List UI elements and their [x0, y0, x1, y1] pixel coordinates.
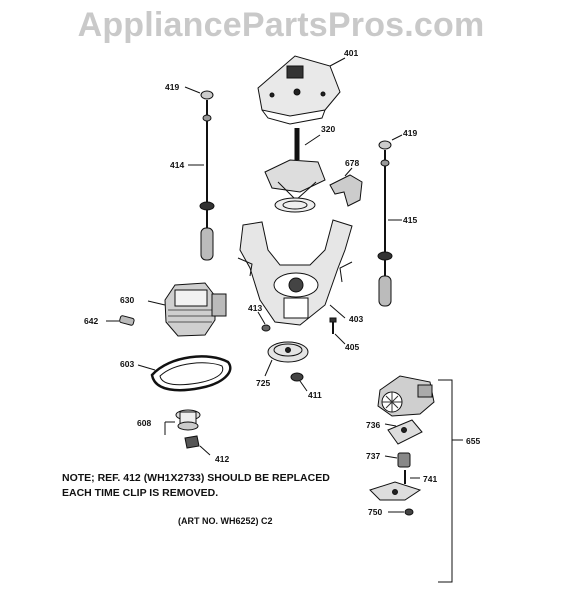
part-736-mounting-plate: [384, 419, 423, 445]
label-603: 603: [120, 359, 134, 369]
part-737-coupling: [384, 452, 411, 468]
label-750: 750: [368, 507, 382, 517]
part-750-bracket: [369, 481, 422, 516]
part-630-pump: [147, 282, 227, 337]
part-603-drive-belt: [137, 355, 232, 392]
part-655-motor-assembly: [377, 375, 463, 583]
part-411-nut: [290, 372, 308, 392]
part-405-bolt: [329, 317, 346, 345]
label-678: 678: [345, 158, 359, 168]
label-320: 320: [321, 124, 335, 134]
watermark-text: AppliancePartsPros.com: [77, 6, 485, 44]
label-413: 413: [248, 303, 262, 313]
part-642-clip: [106, 315, 135, 326]
part-413-washer: [257, 311, 271, 332]
label-403: 403: [349, 314, 363, 324]
label-736: 736: [366, 420, 380, 430]
label-741: 741: [423, 474, 437, 484]
label-405: 405: [345, 342, 359, 352]
label-630: 630: [120, 295, 134, 305]
part-401-drive-cover: [257, 55, 346, 125]
part-725-pulley: [264, 341, 309, 377]
label-725: 725: [256, 378, 270, 388]
label-414: 414: [170, 160, 184, 170]
replacement-note: NOTE; REF. 412 (WH1X2733) SHOULD BE REPL…: [62, 472, 330, 499]
art-number: (ART NO. WH6252) C2: [178, 516, 273, 526]
label-415: 415: [403, 215, 417, 225]
label-412: 412: [215, 454, 229, 464]
part-678-bracket: [329, 167, 363, 207]
label-737: 737: [366, 451, 380, 461]
part-419-cap-right: [378, 134, 403, 150]
part-608-motor-pulley: [164, 409, 201, 435]
part-320-transmission: [264, 128, 326, 213]
label-419-left: 419: [165, 82, 179, 92]
part-403-mounting-base: [237, 219, 353, 326]
part-414-suspension-rod: [188, 100, 215, 261]
part-415-suspension-rod: [377, 150, 402, 307]
label-411: 411: [308, 390, 322, 400]
label-401: 401: [344, 48, 358, 58]
part-741-screw: [404, 470, 420, 484]
label-608: 608: [137, 418, 151, 428]
label-642: 642: [84, 316, 98, 326]
label-655: 655: [466, 436, 480, 446]
label-419-right: 419: [403, 128, 417, 138]
part-419-cap-left: [184, 86, 214, 100]
part-412-clip: [184, 435, 211, 456]
